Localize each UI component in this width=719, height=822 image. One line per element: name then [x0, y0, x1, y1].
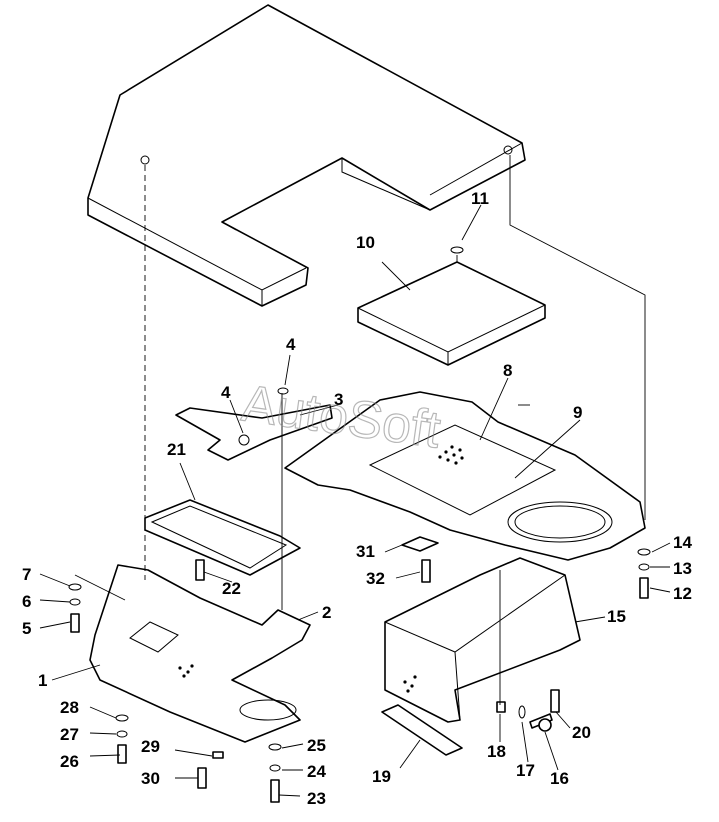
callout-4b: 4	[221, 383, 231, 402]
callout-24: 24	[307, 762, 326, 781]
washer-25	[268, 743, 282, 751]
callout-26: 26	[60, 752, 79, 771]
callout-10: 10	[356, 233, 375, 252]
callout-14: 14	[673, 533, 692, 552]
bolt-22	[195, 559, 205, 581]
top-cover-plate	[87, 4, 526, 307]
callout-27: 27	[60, 725, 79, 744]
callout-16: 16	[550, 769, 569, 788]
fasteners	[68, 548, 651, 803]
callout-20: 20	[572, 723, 591, 742]
callout-8: 8	[503, 361, 512, 380]
callout-7: 7	[22, 565, 31, 584]
callout-2: 2	[322, 603, 331, 622]
lockwasher-13	[638, 563, 650, 571]
callout-9: 9	[573, 403, 582, 422]
seal-frame-part-21	[144, 499, 301, 576]
bolt-20	[550, 689, 560, 713]
lockwasher-6	[69, 598, 81, 606]
callout-22: 22	[222, 579, 241, 598]
bolt-12	[639, 577, 649, 599]
callout-31: 31	[356, 542, 375, 561]
washer-17	[518, 705, 526, 719]
washer-14	[637, 548, 651, 556]
bolt-32	[421, 559, 431, 583]
callout-21: 21	[167, 440, 186, 459]
washer-28	[115, 714, 129, 722]
callout-12: 12	[673, 584, 692, 603]
leader-lines	[39, 204, 671, 797]
lockwasher-24	[269, 764, 281, 772]
callout-15: 15	[607, 607, 626, 626]
callout-17: 17	[516, 761, 535, 780]
callout-19: 19	[372, 767, 391, 786]
callout-4a: 4	[286, 335, 296, 354]
assembly-lines	[74, 155, 646, 705]
nut-18	[496, 701, 506, 713]
callout-18: 18	[487, 742, 506, 761]
callout-25: 25	[307, 736, 326, 755]
callout-23: 23	[307, 789, 326, 808]
lower-floor-plate-part-1	[89, 564, 311, 743]
callout-28: 28	[60, 698, 79, 717]
callout-30: 30	[141, 769, 160, 788]
lockwasher-27	[116, 730, 128, 738]
callout-1: 1	[38, 671, 47, 690]
plate-part-31	[401, 536, 439, 552]
bolt-26	[117, 744, 127, 764]
bolt-5	[70, 613, 80, 633]
bolt-30	[197, 767, 207, 789]
callout-5: 5	[22, 619, 31, 638]
bracket-part-3	[175, 387, 333, 461]
callout-3: 3	[334, 390, 343, 409]
callout-6: 6	[22, 592, 31, 611]
washer-7	[68, 583, 82, 591]
rail-part-19	[381, 704, 463, 756]
clip-29	[212, 751, 224, 759]
callout-labels: 1 2 3 4 4 5 6 7 8 9 10 11 12 13 14 15 16…	[22, 189, 692, 808]
callout-13: 13	[673, 559, 692, 578]
floor-mat-part-10	[357, 246, 546, 366]
callout-32: 32	[366, 569, 385, 588]
callout-11: 11	[471, 189, 489, 208]
side-cover-part-15	[384, 557, 581, 723]
callout-29: 29	[141, 737, 160, 756]
bolt-23	[270, 779, 280, 803]
floor-plate-part-8	[284, 391, 646, 561]
